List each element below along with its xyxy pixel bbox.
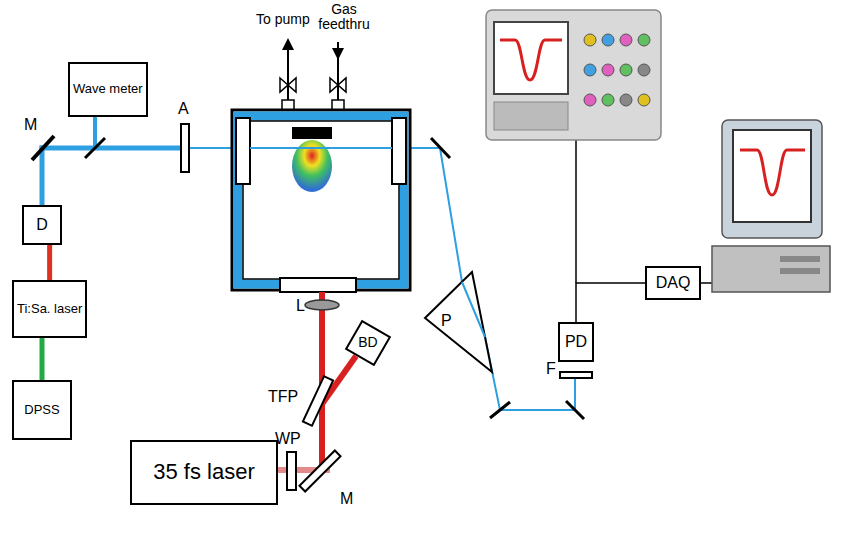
mirrors xyxy=(32,136,584,419)
port-label: Gas feedthru xyxy=(312,2,376,33)
probe-beam-in-chamber xyxy=(250,147,392,149)
laser-beam xyxy=(40,338,45,380)
node-label: Ti:Sa. laser xyxy=(17,302,82,316)
node-label: DAQ xyxy=(656,274,691,292)
prism xyxy=(425,272,492,372)
vacuum-chamber xyxy=(232,38,410,292)
computer xyxy=(712,120,830,292)
fs-laser-box: 35 fs laser xyxy=(130,440,278,505)
part-label: L xyxy=(296,297,305,315)
laser-box: Ti:Sa. laser xyxy=(12,280,87,338)
daq-box: DAQ xyxy=(645,266,701,300)
node-label: D xyxy=(36,216,48,234)
laser-beam xyxy=(47,245,52,280)
thin-film-polarizer xyxy=(303,376,333,426)
port-label: To pump xyxy=(256,12,310,27)
part-label: M xyxy=(340,490,353,508)
part-label: TFP xyxy=(268,388,298,406)
filter xyxy=(560,372,592,378)
node-label: Wave meter xyxy=(73,82,143,96)
waveplate xyxy=(287,452,296,490)
lens xyxy=(305,300,339,310)
oscilloscope xyxy=(486,10,661,140)
part-label: F xyxy=(546,360,556,378)
part-label: A xyxy=(178,100,189,118)
pump-laser-box: DPSS xyxy=(12,380,72,440)
node-label: PD xyxy=(565,333,587,351)
beam-dump: BD xyxy=(343,318,393,368)
signal-cable xyxy=(576,283,645,322)
wire xyxy=(575,140,577,283)
attenuator xyxy=(181,124,189,172)
node-label: BD xyxy=(358,335,377,350)
device-box: D xyxy=(22,205,62,245)
node-label: DPSS xyxy=(24,403,59,417)
part-label: M xyxy=(24,116,37,134)
beam-in-prism xyxy=(462,282,485,337)
wavemeter-box: Wave meter xyxy=(68,62,148,117)
part-label: P xyxy=(441,312,452,330)
photodiode-box: PD xyxy=(558,322,594,362)
node-label: 35 fs laser xyxy=(153,460,255,484)
mirror xyxy=(299,450,340,491)
part-label: WP xyxy=(275,430,301,448)
